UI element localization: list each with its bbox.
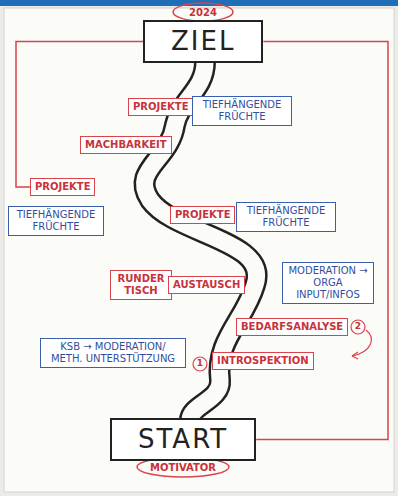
process-box: MACHBARKEIT (80, 136, 172, 154)
process-box: BEDARFSANALYSE (236, 318, 348, 336)
connector-line (16, 42, 143, 187)
step-circle (351, 320, 365, 334)
note-box: TIEFHÄNGENDE FRÜCHTE (192, 96, 292, 126)
process-box: AUSTAUSCH (168, 276, 245, 294)
year-oval (173, 3, 233, 21)
box-text: AUSTAUSCH (173, 279, 240, 291)
project-box: PROJEKTE (30, 178, 95, 196)
project-box: PROJEKTE (128, 98, 193, 116)
box-text: BEDARFSANALYSE (241, 321, 343, 333)
box-text: TIEFHÄNGENDE FRÜCHTE (197, 99, 287, 123)
box-text: MODERATION → ORGA INPUT/INFOS (287, 265, 369, 301)
box-text: PROJEKTE (35, 181, 90, 193)
process-box: RUNDER TISCH (110, 270, 172, 300)
box-text: KSB → MODERATION/ METH. UNTERSTÜTZUNG (45, 341, 181, 365)
callout-number: 2 (355, 322, 361, 332)
loop-arrowhead (352, 352, 358, 359)
step-circle (193, 357, 207, 371)
loop-arrow (352, 330, 371, 356)
box-text: TIEFHÄNGENDE FRÜCHTE (241, 205, 331, 229)
box-text: TIEFHÄNGENDE FRÜCHTE (13, 209, 99, 233)
start-box: START (110, 418, 256, 461)
box-text: PROJEKTE (175, 209, 230, 221)
box-text: MACHBARKEIT (85, 139, 167, 151)
box-text: INTROSPEKTION (217, 355, 309, 367)
box-text: START (138, 424, 228, 455)
paper-sheet (4, 8, 394, 492)
box-text: ZIEL (171, 26, 235, 57)
note-box: KSB → MODERATION/ METH. UNTERSTÜTZUNG (40, 338, 186, 368)
note-box: TIEFHÄNGENDE FRÜCHTE (8, 206, 104, 236)
box-text: PROJEKTE (133, 101, 188, 113)
process-box: INTROSPEKTION (212, 352, 314, 370)
goal-box: ZIEL (143, 20, 263, 63)
note-box: TIEFHÄNGENDE FRÜCHTE (236, 202, 336, 232)
motivator-label: MOTIVATOR (150, 462, 216, 473)
project-box: PROJEKTE (170, 206, 235, 224)
box-text: RUNDER TISCH (115, 273, 167, 297)
year-label: 2024 (189, 7, 217, 18)
callout-number: 1 (197, 359, 203, 369)
note-box: MODERATION → ORGA INPUT/INFOS (282, 262, 374, 304)
